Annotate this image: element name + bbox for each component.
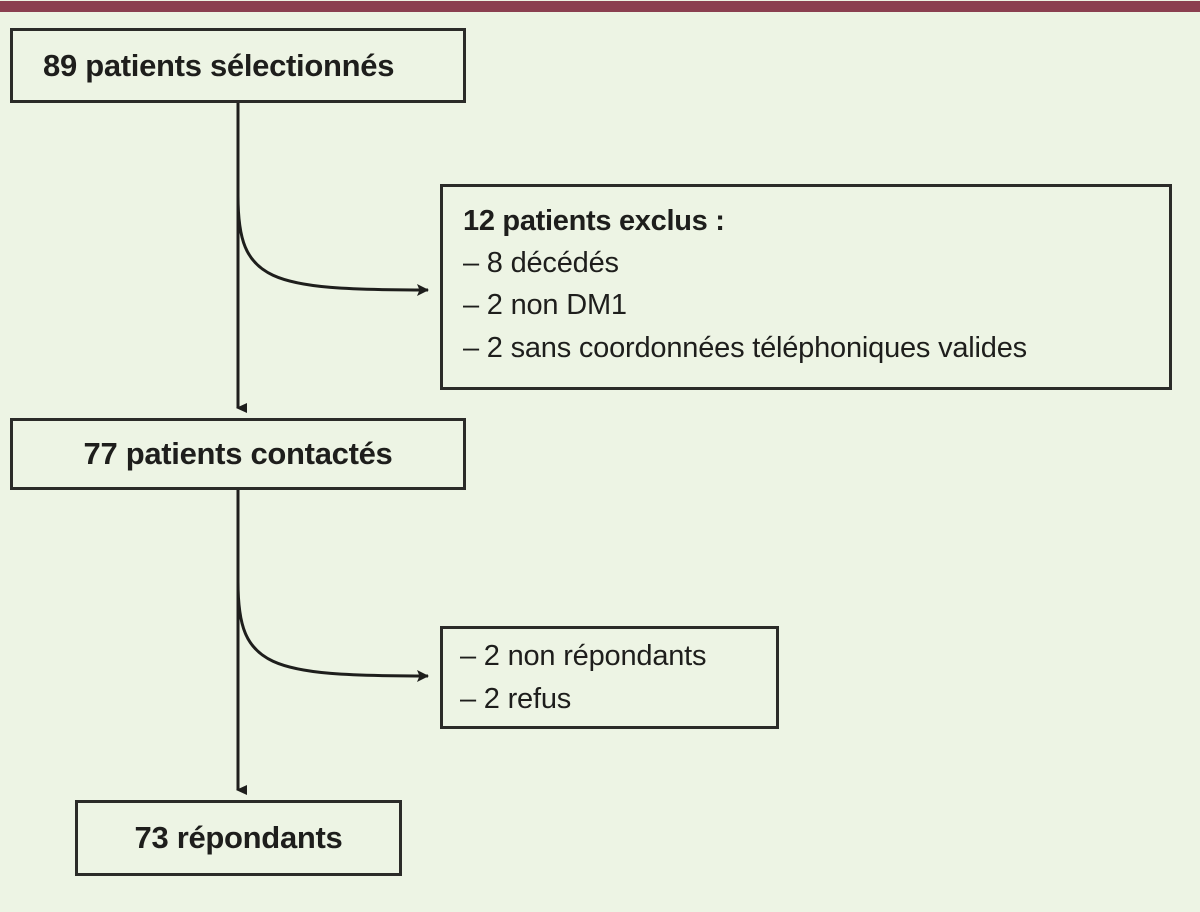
- edge-contacted-to-nonresponders: [236, 581, 429, 682]
- node-excluded-item-3: – 2 sans coordonnées téléphoniques valid…: [463, 331, 1027, 364]
- node-contacted-title: 77 patients contactés: [83, 436, 393, 471]
- node-patients-excluded: 12 patients exclus : – 8 décédés – 2 non…: [440, 184, 1172, 390]
- node-nonresponders-item-2: – 2 refus: [460, 682, 572, 715]
- node-excluded-item-2: – 2 non DM1: [463, 289, 627, 322]
- node-non-responders: – 2 non répondants – 2 refus: [440, 626, 779, 729]
- node-excluded-title: 12 patients exclus :: [463, 204, 725, 237]
- node-excluded-item-1: – 8 décédés: [463, 246, 619, 279]
- node-responders-title: 73 répondants: [134, 820, 343, 855]
- node-responders: 73 répondants: [75, 800, 402, 876]
- accent-bar: [0, 1, 1200, 12]
- node-patients-contacted: 77 patients contactés: [10, 418, 466, 490]
- node-nonresponders-item-1: – 2 non répondants: [460, 640, 707, 673]
- node-selected-title: 89 patients sélectionnés: [43, 47, 395, 83]
- node-patients-selected: 89 patients sélectionnés: [10, 28, 466, 103]
- edge-selected-to-excluded: [236, 195, 429, 296]
